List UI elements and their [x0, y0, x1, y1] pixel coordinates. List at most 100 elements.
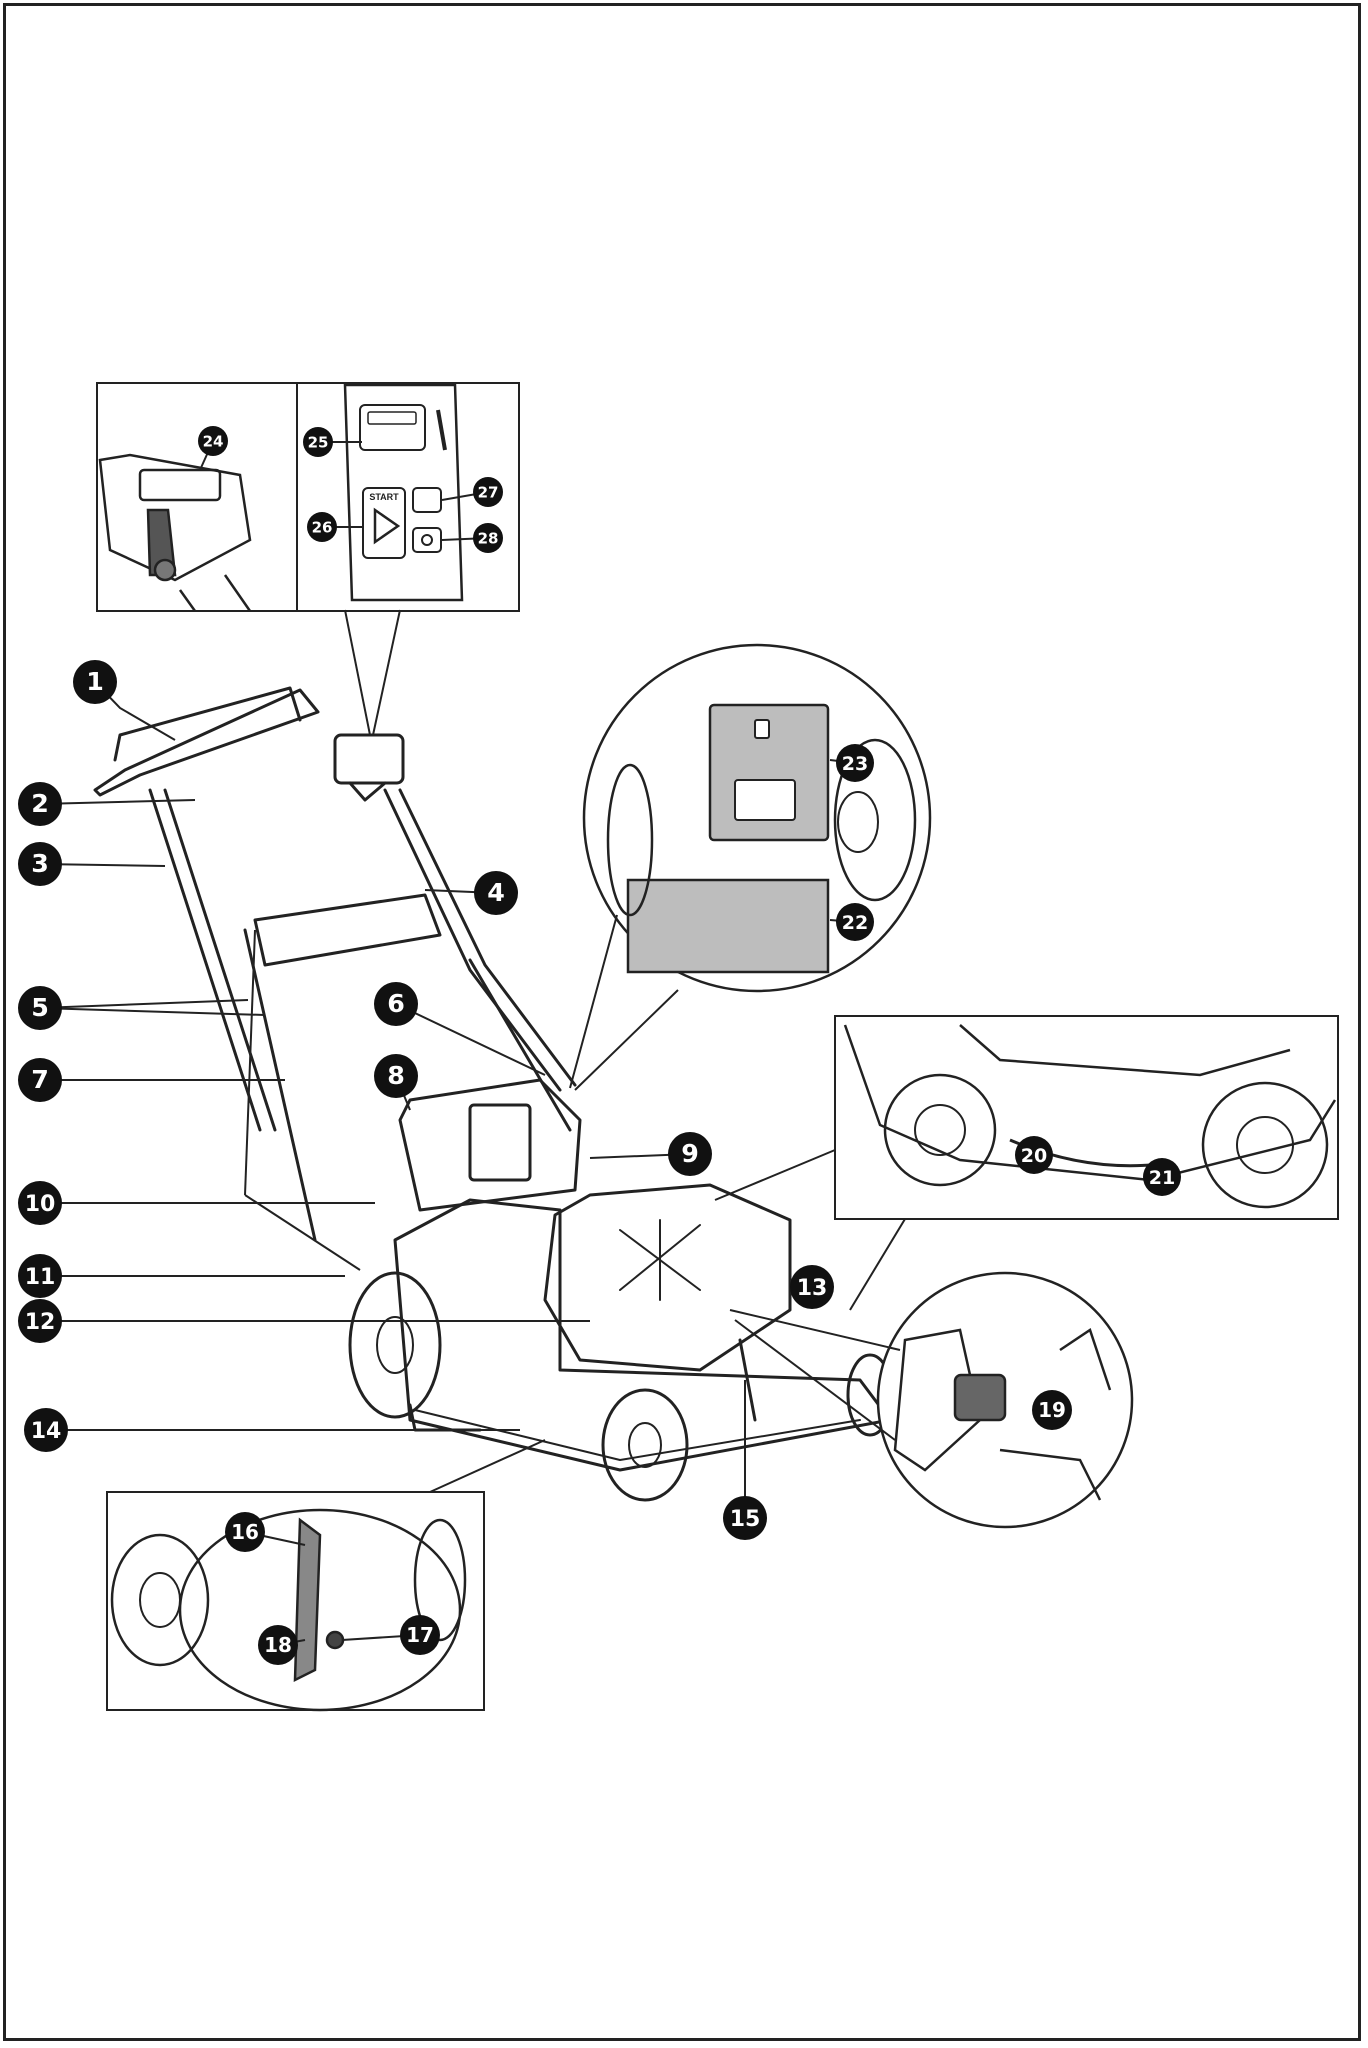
callout-3: 3 [18, 842, 62, 886]
front-left-wheel-hub [628, 1422, 662, 1468]
control-box-clip [348, 781, 387, 802]
page-frame [3, 3, 1361, 2041]
callout-7: 7 [18, 1058, 62, 1102]
leader-line [39, 1007, 266, 1016]
callout-18: 18 [258, 1625, 298, 1665]
callout-number: 8 [387, 1061, 405, 1090]
callout-number: 18 [264, 1633, 292, 1657]
callout-11: 11 [18, 1254, 62, 1298]
callout-number: 1 [86, 667, 104, 696]
callout-number: 12 [25, 1310, 56, 1335]
control-box-closeup [98, 453, 252, 612]
callout-23: 23 [836, 744, 874, 782]
start-label: START [369, 492, 399, 502]
callout-badge [18, 1254, 62, 1298]
deck-skirt [414, 1409, 861, 1461]
callout-number: 11 [25, 1265, 56, 1290]
callout-number: 14 [31, 1419, 62, 1444]
inset-battery-compartment [582, 643, 932, 993]
callout-badge [303, 427, 333, 457]
rear-left-wheel-hub [376, 1316, 414, 1374]
inset-safety-key [876, 1271, 1134, 1529]
start-play-icon [373, 507, 401, 545]
callout-number: 28 [478, 529, 499, 547]
leader-line [244, 1194, 361, 1271]
keypad-closeup: START [343, 383, 464, 602]
callout-badge [18, 1058, 62, 1102]
callout-number: 24 [203, 432, 224, 450]
callout-2: 2 [18, 782, 62, 826]
callout-number: 6 [387, 989, 405, 1018]
callout-badge [258, 1625, 298, 1665]
handle-control-box [333, 733, 405, 785]
discharge-plug [738, 1338, 757, 1422]
upper-handle-left-inner [163, 788, 277, 1132]
callout-number: 13 [797, 1276, 828, 1301]
leader-line [39, 999, 249, 1009]
callout-badge [1032, 1390, 1072, 1430]
callout-number: 4 [487, 878, 505, 907]
inset-control-connector-right [372, 609, 401, 736]
callout-number: 23 [842, 753, 868, 775]
callout-badge [198, 426, 228, 456]
callout-badge [723, 1496, 767, 1540]
callout-1: 1 [73, 660, 117, 704]
callout-badge [1015, 1136, 1053, 1174]
callout-27: 27 [473, 477, 503, 507]
callout-26: 26 [307, 512, 337, 542]
grass-bag [543, 1183, 792, 1372]
callout-14: 14 [24, 1408, 68, 1452]
callout-badge [24, 1408, 68, 1452]
callout-badge [836, 903, 874, 941]
bail-bar [113, 686, 302, 762]
grass-bag-ribs [619, 1219, 701, 1301]
callout-20: 20 [1015, 1136, 1053, 1174]
callout-4: 4 [474, 871, 518, 915]
callout-badge [374, 1054, 418, 1098]
callout-19: 19 [1032, 1390, 1072, 1430]
callout-number: 22 [842, 912, 868, 934]
callout-number: 3 [31, 849, 49, 878]
lower-handle-bar [253, 893, 442, 967]
callout-badge [668, 1132, 712, 1176]
callout-28: 28 [473, 523, 503, 553]
callout-number: 7 [31, 1065, 49, 1094]
callout-badge [400, 1615, 440, 1655]
lower-handle-right [468, 958, 572, 1132]
inset-control-connector-left [344, 609, 371, 736]
callout-number: 10 [25, 1192, 56, 1217]
callout-badge [18, 782, 62, 826]
callout-17: 17 [400, 1615, 440, 1655]
callout-number: 26 [312, 518, 333, 536]
callout-number: 17 [406, 1623, 434, 1647]
callout-badge [473, 523, 503, 553]
callout-number: 16 [231, 1520, 259, 1544]
battery-inset-connector-left [569, 914, 618, 1089]
callout-9: 9 [668, 1132, 712, 1176]
callout-number: 27 [478, 483, 499, 501]
safety-inset-connector-bottom [734, 1319, 896, 1441]
leader-line [244, 929, 256, 1196]
callout-16: 16 [225, 1512, 265, 1552]
callout-badge [225, 1512, 265, 1552]
upper-handle-right-inner [398, 788, 577, 1087]
callout-22: 22 [836, 903, 874, 941]
callout-5: 5 [18, 986, 62, 1030]
callout-15: 15 [723, 1496, 767, 1540]
callout-number: 15 [730, 1507, 761, 1532]
callout-number: 2 [31, 789, 49, 818]
leader-line [39, 799, 196, 805]
inset-blade [106, 1491, 485, 1712]
callout-10: 10 [18, 1181, 62, 1225]
wheel-inset-connector-right [849, 1218, 906, 1311]
callout-25: 25 [303, 427, 333, 457]
mower-deck [393, 1198, 892, 1472]
callout-badge [474, 871, 518, 915]
callout-24: 24 [198, 426, 228, 456]
battery-compartment-closeup [606, 703, 917, 974]
callout-6: 6 [374, 982, 418, 1026]
callout-badge [18, 1181, 62, 1225]
callout-badge [73, 660, 117, 704]
front-left-wheel [601, 1388, 689, 1502]
